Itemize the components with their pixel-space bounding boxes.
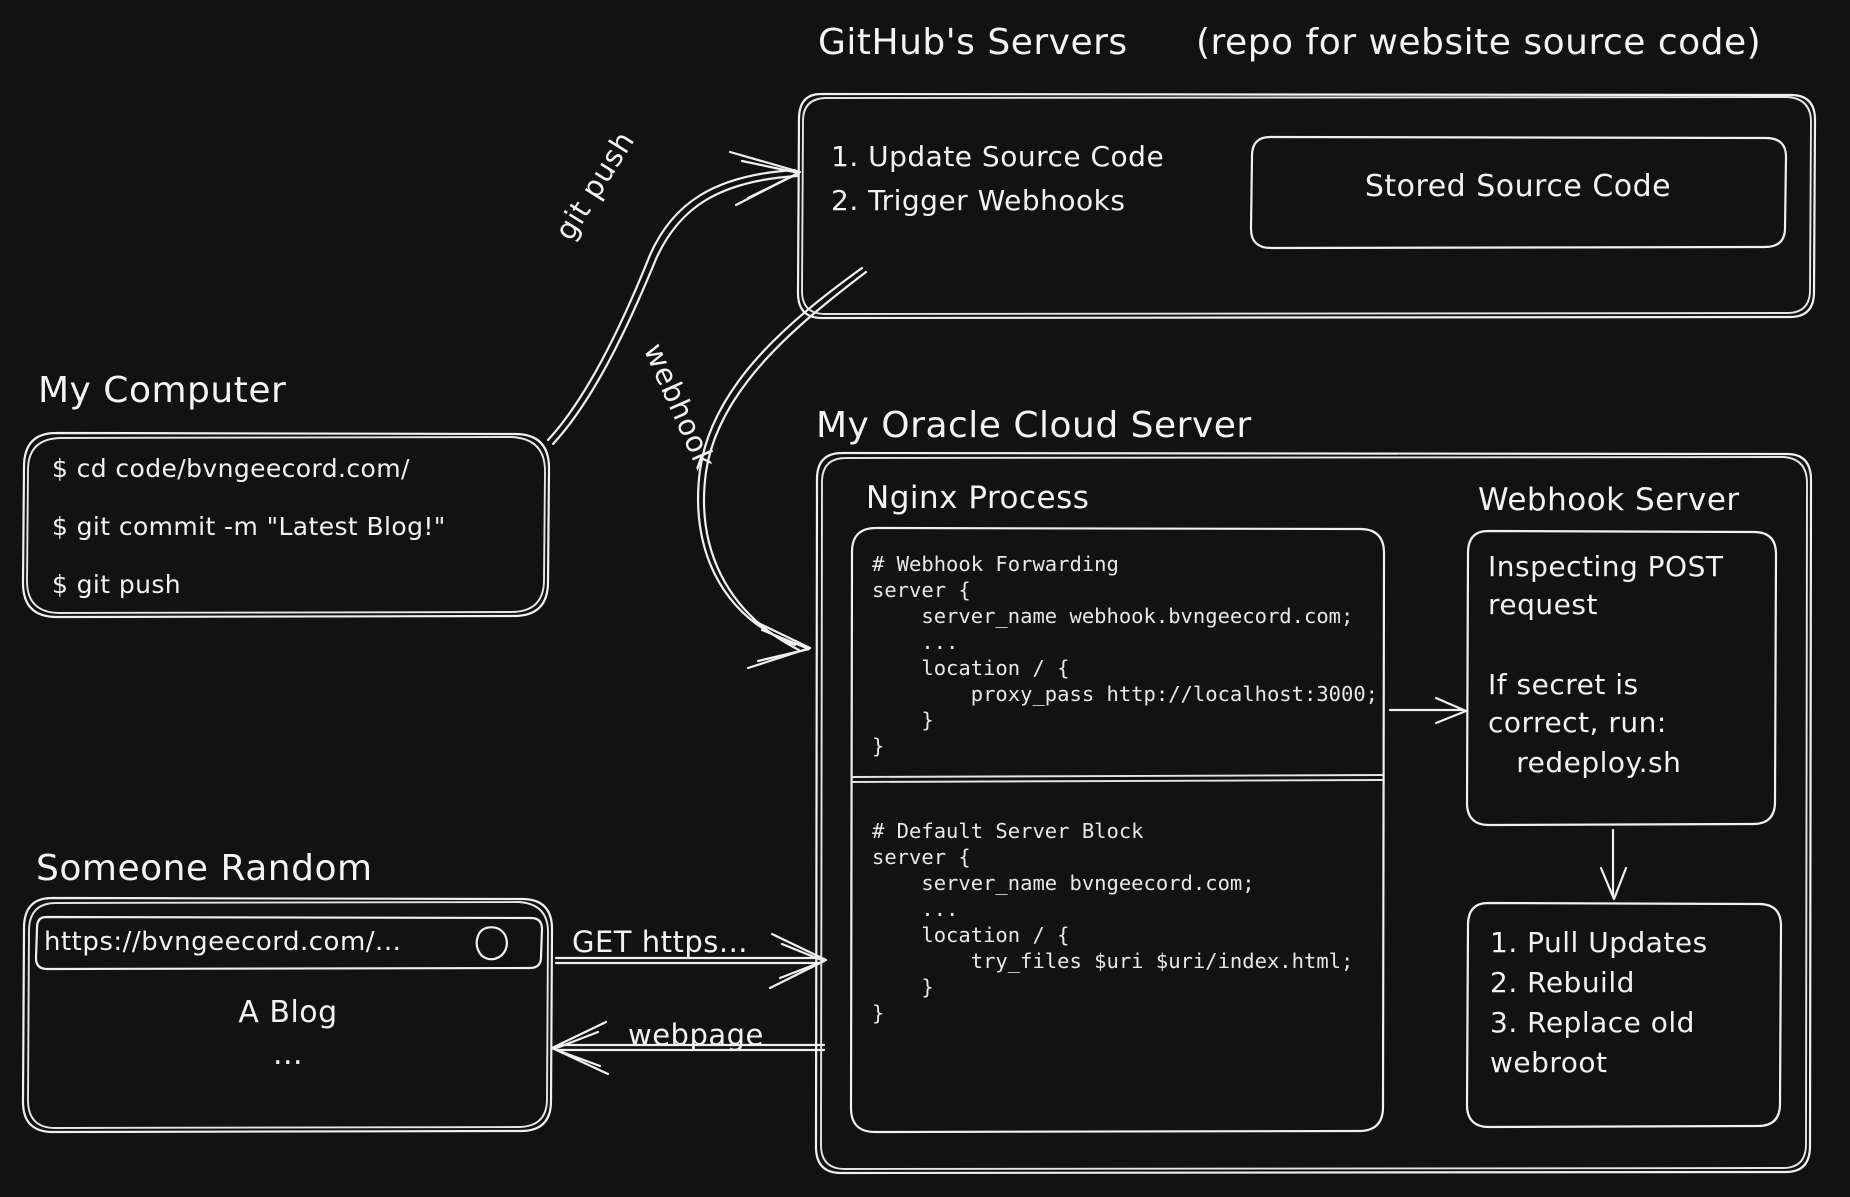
nginx-webhook-line-6: proxy_pass http://localhost:3000; <box>872 682 1379 706</box>
webhook-server-line-2: request <box>1488 588 1598 621</box>
nginx-webhook-line-7: } <box>872 708 934 732</box>
github-servers-container: 1. Update Source Code 2. Trigger Webhook… <box>795 92 1817 320</box>
nginx-webhook-line-8: } <box>872 734 885 758</box>
nginx-default-line-1: # Default Server Block <box>872 819 1144 843</box>
nginx-webhook-line-2: server { <box>872 578 971 602</box>
nginx-default-line-7: } <box>872 975 934 999</box>
webhook-server-line-4: correct, run: <box>1488 706 1667 739</box>
title-webhook-server: Webhook Server <box>1478 482 1740 518</box>
title-oracle-cloud-server: My Oracle Cloud Server <box>816 405 1252 446</box>
note-github-repo: (repo for website source code) <box>1196 22 1762 63</box>
title-nginx-process: Nginx Process <box>866 480 1090 516</box>
redeploy-step-3-wrap: webroot <box>1490 1046 1608 1079</box>
nginx-default-line-5: location / { <box>872 923 1070 947</box>
nginx-webhook-line-4: ... <box>872 630 959 654</box>
nginx-webhook-line-5: location / { <box>872 656 1070 680</box>
nginx-webhook-line-1: # Webhook Forwarding <box>872 552 1119 576</box>
arrow-label-webpage: webpage <box>628 1018 764 1052</box>
nginx-default-line-2: server { <box>872 845 971 869</box>
nginx-process-box: # Webhook Forwarding server { server_nam… <box>848 525 1388 1135</box>
redeploy-step-3: 3. Replace old <box>1490 1006 1695 1039</box>
stored-source-code-label: Stored Source Code <box>1364 169 1672 204</box>
arrow-git-push <box>546 150 802 446</box>
arrow-get-request <box>554 932 828 990</box>
browser-page-body: ... <box>272 1037 304 1072</box>
arrow-webpage-response <box>550 1020 826 1076</box>
arrow-webhook-to-redeploy <box>1599 828 1628 901</box>
redeploy-step-2: 2. Rebuild <box>1490 966 1635 999</box>
title-my-computer: My Computer <box>38 370 287 411</box>
browser-page-title: A Blog <box>238 995 338 1030</box>
stored-source-code-box: Stored Source Code <box>1248 135 1788 250</box>
browser-window[interactable]: https://bvngeecord.com/... A Blog ... <box>18 895 558 1135</box>
terminal-line-1: $ cd code/bvngeecord.com/ <box>52 454 410 483</box>
arrow-proxy-to-webhook-server <box>1388 696 1468 725</box>
terminal-line-3: $ git push <box>52 570 181 599</box>
webhook-server-line-1: Inspecting POST <box>1488 550 1724 583</box>
webhook-server-box: Inspecting POST request If secret is cor… <box>1464 528 1779 828</box>
arrow-webhook <box>696 266 868 670</box>
arrow-label-get-request: GET https... <box>572 925 749 959</box>
title-github-servers: GitHub's Servers <box>818 22 1128 63</box>
browser-url-bar[interactable]: https://bvngeecord.com/... <box>44 927 402 957</box>
redeploy-steps-box: 1. Pull Updates 2. Rebuild 3. Replace ol… <box>1464 900 1784 1130</box>
nginx-default-line-6: try_files $uri $uri/index.html; <box>872 949 1354 973</box>
redeploy-step-1: 1. Pull Updates <box>1490 926 1708 959</box>
nginx-default-line-3: server_name bvngeecord.com; <box>872 871 1255 895</box>
github-step-2: 2. Trigger Webhooks <box>831 184 1126 217</box>
nginx-webhook-line-3: server_name webhook.bvngeecord.com; <box>872 604 1354 628</box>
webhook-server-line-3: If secret is <box>1488 668 1639 701</box>
nginx-default-line-8: } <box>872 1001 885 1025</box>
oracle-cloud-server-container <box>812 450 1815 1176</box>
nginx-default-line-4: ... <box>872 897 959 921</box>
github-step-1: 1. Update Source Code <box>831 140 1165 173</box>
my-computer-terminal[interactable]: $ cd code/bvngeecord.com/ $ git commit -… <box>18 430 553 620</box>
terminal-line-2: $ git commit -m "Latest Blog!" <box>52 512 446 541</box>
title-someone-random: Someone Random <box>36 848 373 889</box>
webhook-server-redeploy-script: redeploy.sh <box>1488 746 1682 779</box>
